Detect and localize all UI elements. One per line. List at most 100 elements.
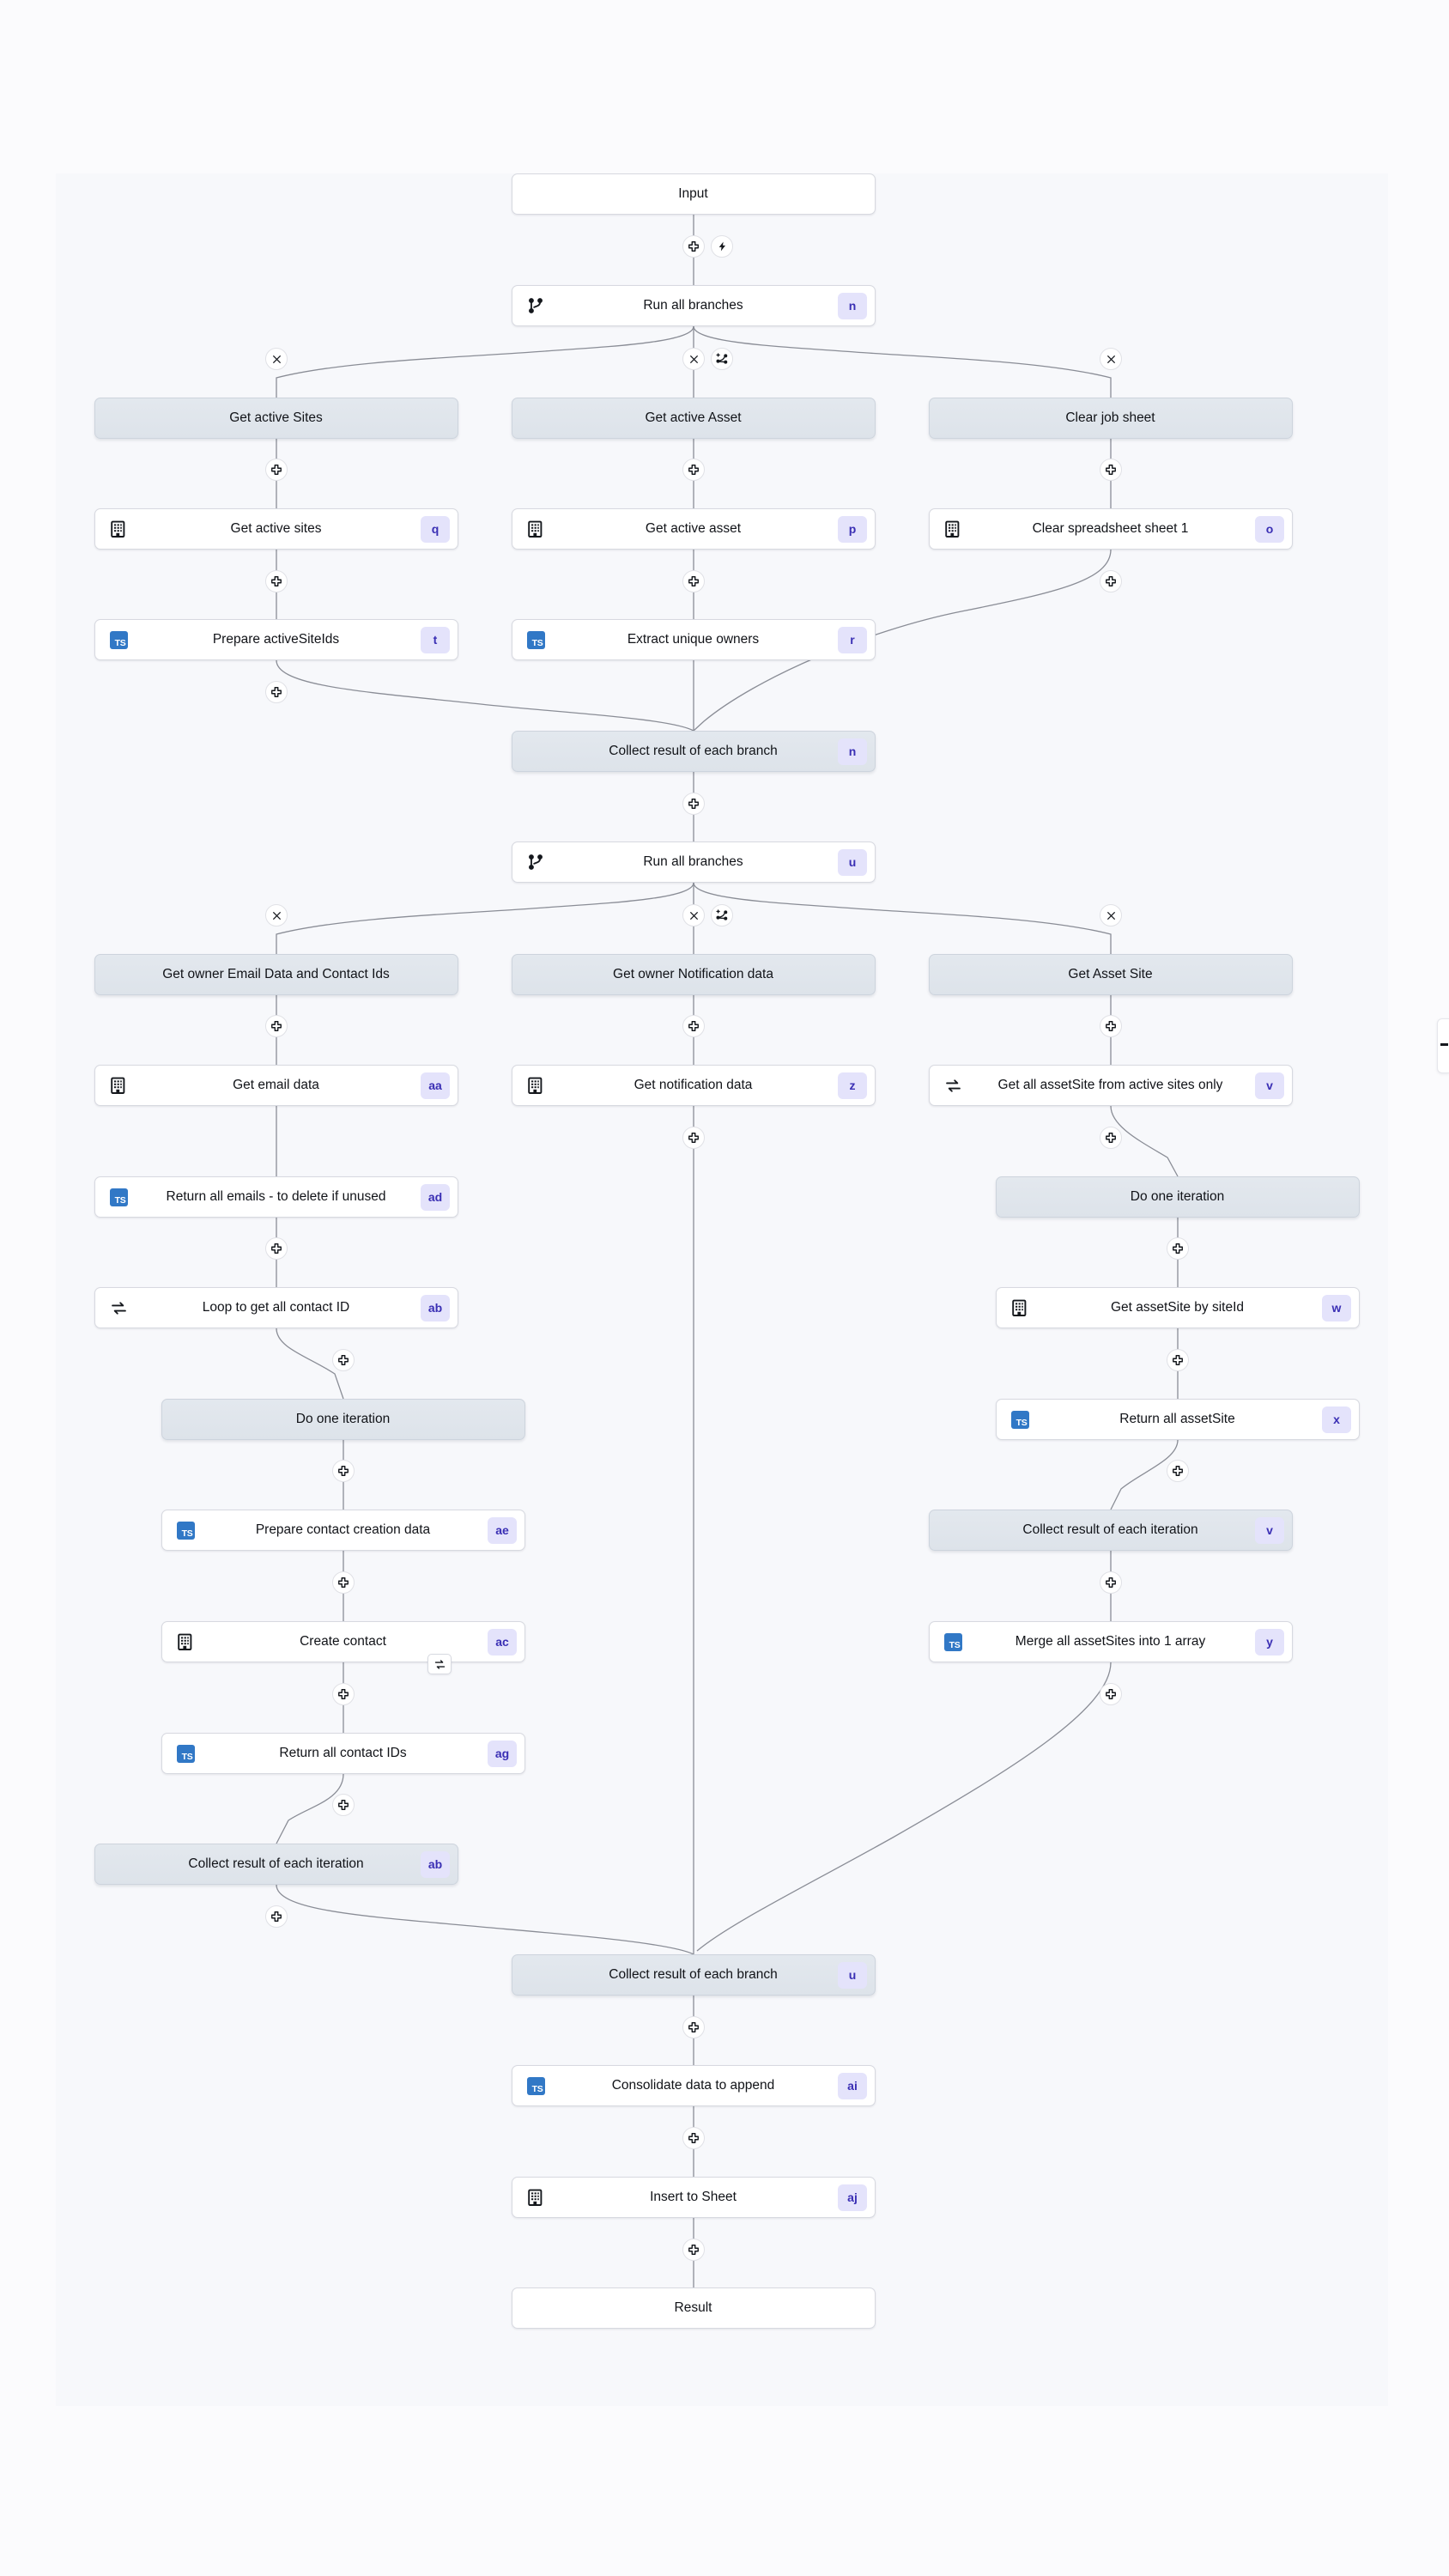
handle-h-run1-close[interactable] [682, 348, 705, 370]
handle-h-run1-addbr[interactable] [711, 348, 733, 370]
node-grp-clear[interactable]: Clear job sheet [929, 398, 1293, 439]
node-label-prep-contact: Prepare contact creation data [255, 1523, 431, 1537]
node-grp-notif[interactable]: Get owner Notification data [512, 954, 876, 995]
spreadsheet-building-icon [528, 2189, 543, 2206]
node-grp-iter-l[interactable]: Do one iteration [161, 1399, 525, 1440]
node-badge-grp-asset [838, 405, 867, 432]
handle-h-getnotif-plus[interactable] [682, 1127, 705, 1149]
lightning-icon [718, 241, 725, 252]
handle-h-prepct-plus[interactable] [332, 1571, 355, 1594]
handle-h-prepids-plus[interactable] [265, 681, 288, 703]
plus-icon [688, 799, 699, 809]
node-badge-get-notif: z [838, 1072, 867, 1099]
handle-h-iterl-plus[interactable] [332, 1460, 355, 1482]
node-badge-consolidate: ai [838, 2072, 867, 2099]
handle-h-loopct-plus[interactable] [332, 1349, 355, 1371]
handle-h-retas-plus[interactable] [1167, 1460, 1189, 1482]
node-label-result: Result [674, 2301, 712, 2315]
handle-h-retemail-plus[interactable] [265, 1237, 288, 1260]
plus-icon [271, 1243, 282, 1254]
handle-h-collect1-plus[interactable] [682, 793, 705, 815]
handle-h-run2-close[interactable] [682, 904, 705, 927]
handle-h-consol-plus[interactable] [682, 2127, 705, 2149]
node-badge-get-sites: q [421, 515, 450, 543]
handle-h-getassite-plus[interactable] [1100, 1127, 1122, 1149]
node-label-create-ct: Create contact [300, 1635, 386, 1649]
handle-h-iterr-plus[interactable] [1167, 1237, 1189, 1260]
plus-icon [688, 576, 699, 586]
node-grp-assite[interactable]: Get Asset Site [929, 954, 1293, 995]
handle-h-clearsh-plus[interactable] [1100, 570, 1122, 592]
node-grp-iter-r[interactable]: Do one iteration [996, 1176, 1360, 1218]
node-badge-create-ct: ac [488, 1628, 517, 1656]
node-label-collect2: Collect result of each branch [609, 1968, 778, 1982]
node-badge-clear-sheet: o [1255, 515, 1284, 543]
handle-h-br2-close-l[interactable] [265, 904, 288, 927]
node-create-ct[interactable]: Create contact ac [161, 1621, 525, 1662]
handle-h-collitv-plus[interactable] [1100, 1571, 1122, 1594]
handle-h-br1-close-l[interactable] [265, 348, 288, 370]
node-badge-grp-sites [421, 405, 450, 432]
node-grp-sites[interactable]: Get active Sites [94, 398, 458, 439]
handle-h-insert-plus[interactable] [682, 2239, 705, 2261]
node-label-loop-contact: Loop to get all contact ID [202, 1301, 350, 1315]
handle-h-getas2-plus[interactable] [1167, 1349, 1189, 1371]
handle-h-notif-plus[interactable] [682, 1015, 705, 1037]
handle-h-asset-plus[interactable] [682, 459, 705, 481]
create-contact-retry-chip[interactable] [427, 1654, 452, 1674]
handle-h-sites-plus[interactable] [265, 459, 288, 481]
handle-h-assite-plus[interactable] [1100, 1015, 1122, 1037]
plus-icon [338, 1577, 349, 1588]
handle-h-collitab-plus[interactable] [265, 1905, 288, 1928]
node-grp-asset[interactable]: Get active Asset [512, 398, 876, 439]
node-badge-get-assite2: w [1322, 1294, 1351, 1321]
handle-h-trigger[interactable] [711, 235, 733, 258]
node-input[interactable]: Input [512, 173, 876, 215]
handle-h-createct-plus[interactable] [332, 1683, 355, 1705]
handle-h-br1-close-r[interactable] [1100, 348, 1122, 370]
handle-h-clear-plus[interactable] [1100, 459, 1122, 481]
handle-h-br2-close-r[interactable] [1100, 904, 1122, 927]
node-label-grp-email: Get owner Email Data and Contact Ids [162, 968, 390, 981]
node-badge-grp-notif [838, 962, 867, 988]
node-grp-email[interactable]: Get owner Email Data and Contact Ids [94, 954, 458, 995]
node-label-get-assite: Get all assetSite from active sites only [997, 1078, 1223, 1092]
node-result[interactable]: Result [512, 2287, 876, 2329]
node-badge-grp-clear [1255, 405, 1284, 432]
handle-h-getasset-plus[interactable] [682, 570, 705, 592]
clipped-side-panel[interactable] [1437, 1018, 1449, 1073]
handle-h-retctids-plus[interactable] [332, 1794, 355, 1816]
spreadsheet-building-icon [178, 1633, 192, 1650]
handle-h-run2-addbr[interactable] [711, 904, 733, 927]
handle-h-input-run1[interactable] [682, 235, 705, 258]
handle-h-email-plus[interactable] [265, 1015, 288, 1037]
handle-h-collect2-plus[interactable] [682, 2016, 705, 2038]
handle-h-mergeas-plus[interactable] [1100, 1683, 1122, 1705]
handle-h-getsites-plus[interactable] [265, 570, 288, 592]
node-get-assite[interactable]: Get all assetSite from active sites only… [929, 1065, 1293, 1106]
node-badge-input [838, 181, 867, 208]
